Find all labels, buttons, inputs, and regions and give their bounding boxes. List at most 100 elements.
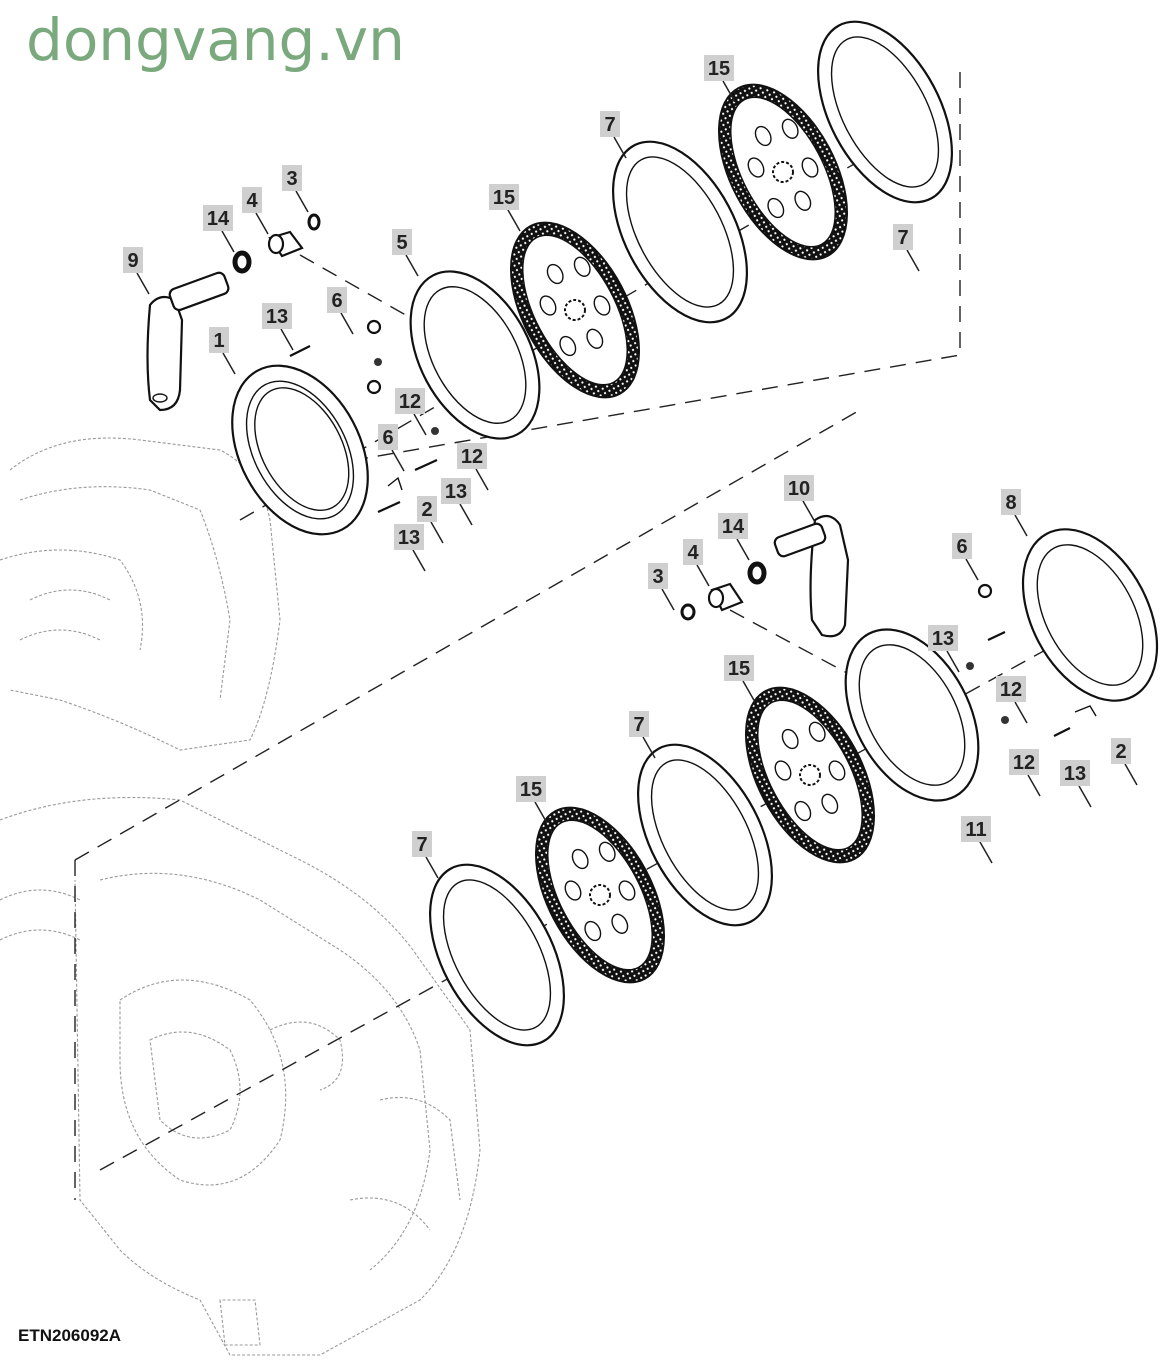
callout-4: 4 [683, 539, 710, 587]
leader-line [736, 538, 750, 561]
callout-box [893, 224, 913, 250]
leader-line [906, 249, 920, 272]
callout-label: 4 [246, 190, 258, 212]
leader-line [425, 856, 439, 879]
callout-15: 15 [516, 776, 548, 824]
part-4-bushing-right [707, 582, 744, 612]
callout-9: 9 [123, 247, 150, 295]
callout-label: 6 [956, 536, 967, 558]
part-7-separator-plate-bottom-1 [637, 743, 773, 927]
callout-box [704, 55, 734, 81]
callout-2: 2 [417, 496, 444, 544]
leader-line [802, 500, 816, 523]
callout-14: 14 [203, 205, 235, 253]
callout-box [378, 424, 398, 450]
part-11-actuator-plate-right [844, 628, 980, 802]
part-4-bushing-left [267, 230, 304, 258]
callout-label: 6 [382, 427, 393, 449]
disc-hole [767, 197, 785, 219]
watermark-text: dongvang.vn [26, 6, 405, 74]
callout-box [392, 229, 412, 255]
callout-label: 13 [266, 306, 288, 328]
callout-13: 13 [394, 524, 426, 572]
disc-hole [571, 848, 589, 870]
callout-15: 15 [724, 655, 756, 703]
callout-box [724, 655, 754, 681]
leader-line [405, 254, 419, 277]
callout-label: 12 [461, 446, 483, 468]
disc-hole [774, 760, 792, 781]
callout-label: 2 [1115, 741, 1126, 763]
disc-hole [618, 880, 636, 901]
leader-line [696, 564, 710, 587]
callout-label: 15 [708, 58, 730, 80]
callout-label: 13 [932, 628, 954, 650]
leader-line [1124, 763, 1138, 786]
disc-hole [584, 920, 602, 942]
callout-12: 12 [996, 676, 1028, 724]
callout-label: 9 [127, 250, 138, 272]
disc-hole [808, 721, 826, 742]
part-7-separator-plate-top-2 [817, 20, 953, 204]
callout-label: 1 [213, 330, 224, 352]
disc-hole [794, 800, 812, 822]
callout-label: 7 [897, 227, 908, 249]
leader-line [1014, 514, 1028, 537]
disc-details [539, 118, 846, 942]
callout-label: 13 [445, 481, 467, 503]
callout-box [457, 443, 487, 469]
leader-line [280, 328, 294, 351]
callout-label: 11 [965, 819, 986, 841]
callout-label: 7 [604, 114, 615, 136]
callout-15: 15 [704, 55, 736, 103]
part-7-separator-plate-bottom-2 [429, 863, 565, 1047]
callout-label: 14 [207, 208, 230, 230]
callout-3: 3 [282, 165, 309, 213]
callout-box [327, 287, 347, 313]
part-6-ball-right [977, 583, 993, 599]
part-13-cap-screw-right [987, 631, 1071, 737]
callout-label: 5 [396, 232, 407, 254]
disc-hole [559, 335, 577, 357]
part-14-seal-left [232, 250, 252, 274]
callout-box [996, 676, 1026, 702]
callout-box [952, 533, 972, 559]
disc-hole [781, 728, 799, 750]
callout-box [1060, 760, 1090, 786]
spline-hub [772, 161, 794, 183]
leader-line [661, 588, 675, 611]
part-7-separator-plate-top-1 [612, 140, 748, 324]
callout-label: 15 [493, 187, 515, 209]
leader-line [459, 503, 473, 526]
leader-line [979, 841, 993, 864]
callout-label: 4 [687, 542, 699, 564]
callout-10: 10 [784, 475, 816, 523]
part-2-clip-left [387, 476, 403, 491]
callout-label: 13 [1064, 763, 1086, 785]
callout-6: 6 [952, 533, 979, 581]
callout-box [441, 478, 471, 504]
callout-14: 14 [718, 513, 750, 561]
transmission-housing-ghost [0, 437, 481, 1356]
callout-box [209, 327, 229, 353]
disc-hole [794, 190, 812, 211]
leader-line [255, 212, 269, 235]
leader-line [613, 136, 627, 159]
disc-hole [539, 295, 557, 316]
callout-label: 10 [788, 478, 810, 500]
leader-line [295, 190, 309, 213]
leader-line [1014, 701, 1028, 724]
figure-id-label: ETN206092A [18, 1326, 122, 1345]
callout-box [516, 776, 546, 802]
callout-box [961, 816, 991, 842]
callout-box [412, 831, 432, 857]
callout-label: 15 [728, 658, 750, 680]
callout-7: 7 [893, 224, 920, 272]
callout-label: 3 [286, 168, 297, 190]
callout-label: 12 [399, 391, 421, 413]
callout-label: 13 [398, 527, 420, 549]
callout-11: 11 [961, 816, 993, 864]
callout-label: 15 [520, 779, 542, 801]
disc-hole [801, 157, 819, 178]
callouts: 3414956131126121321315715710144386131221… [123, 55, 1138, 879]
